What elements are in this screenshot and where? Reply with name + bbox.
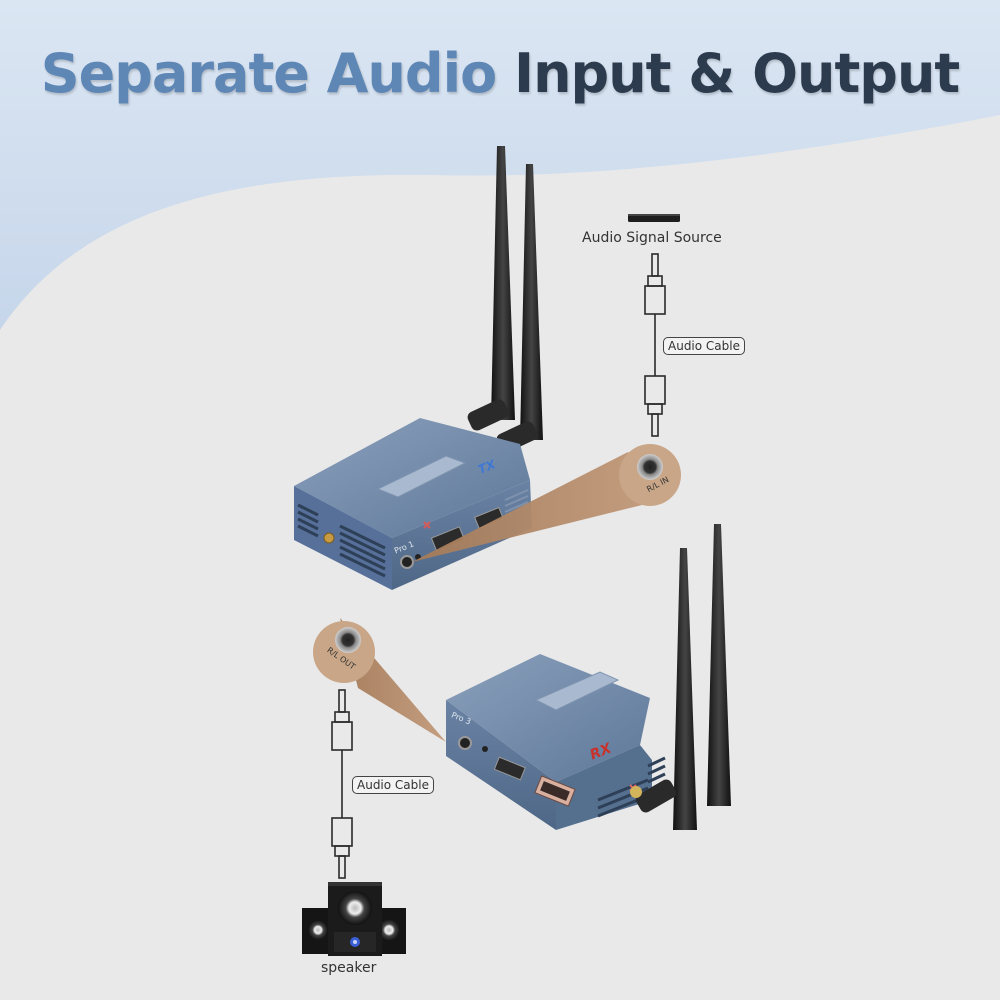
tx-device	[294, 146, 543, 590]
audio-source-label: Audio Signal Source	[582, 230, 722, 246]
headline-part1: Separate Audio	[40, 42, 497, 105]
headline: Separate Audio Input & Output	[0, 42, 1000, 105]
rx-antenna-right	[707, 524, 731, 806]
top-cable-label: Audio Cable	[663, 337, 745, 355]
tx-antenna-right	[520, 164, 543, 440]
rx-antenna-left	[673, 548, 697, 830]
bottom-cable-label: Audio Cable	[352, 776, 434, 794]
top-audio-cable	[644, 253, 666, 437]
rx-device	[446, 524, 731, 830]
audio-source-device	[628, 214, 680, 222]
tx-antenna-left	[491, 146, 515, 420]
bottom-audio-cable	[331, 689, 353, 879]
headline-part2: Input & Output	[514, 42, 960, 105]
speaker-set	[302, 882, 406, 956]
speaker-label: speaker	[321, 960, 377, 976]
tx-audio-callout	[412, 452, 662, 562]
